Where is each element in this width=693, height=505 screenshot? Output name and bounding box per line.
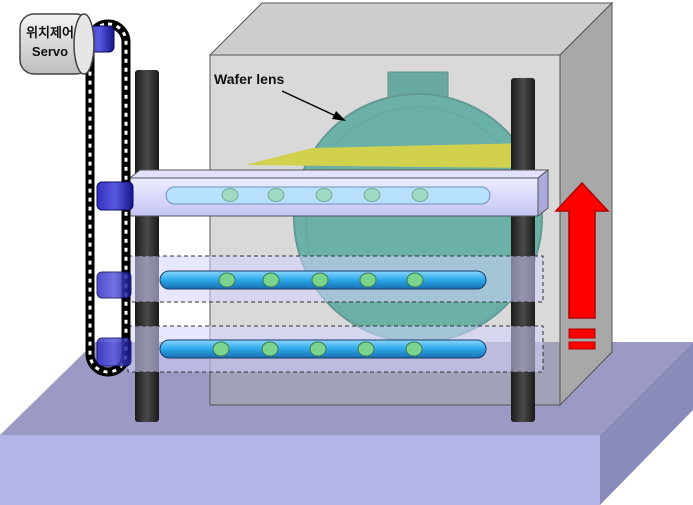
wafer-lens-pointer xyxy=(281,90,346,121)
carriage-top-end-face xyxy=(537,168,549,218)
servo-label-line1: 위치제어 xyxy=(26,25,74,40)
servo-label-line2: Servo xyxy=(32,44,68,59)
base-side xyxy=(600,342,693,505)
base-front xyxy=(0,435,600,505)
carriage-top xyxy=(128,168,550,218)
carriage-top-upper-face xyxy=(128,169,550,179)
servo-motor-cylinder-icon: 위치제어 Servo xyxy=(19,13,95,75)
carriage-middle xyxy=(127,255,544,303)
roller-carriage-middle xyxy=(96,271,132,299)
light-beam xyxy=(245,143,528,168)
beads-middle xyxy=(218,272,424,288)
carriage-bottom xyxy=(127,325,544,373)
box-top xyxy=(208,2,614,56)
roller-carriage-bottom xyxy=(96,337,132,367)
up-arrow-icon xyxy=(554,181,610,350)
wafer-lens-label: Wafer lens xyxy=(214,71,284,87)
beads-bottom xyxy=(212,341,423,357)
beads-top xyxy=(221,188,429,202)
roller-carriage-top xyxy=(96,181,134,211)
